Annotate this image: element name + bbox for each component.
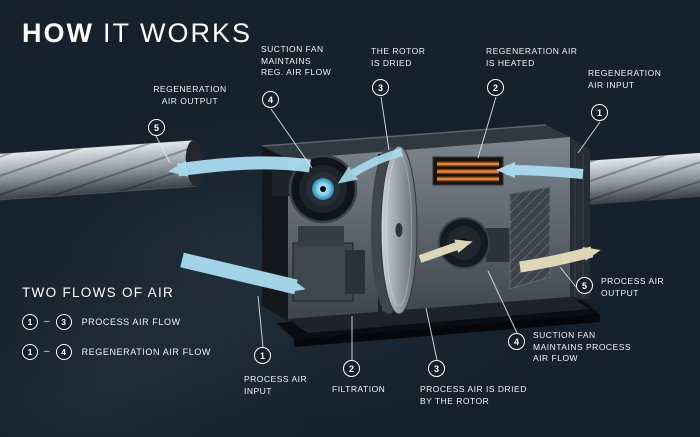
callout-process-air-output-label: PROCESS AIR OUTPUT xyxy=(601,276,665,298)
legend-row-process: 1 – 3 PROCESS AIR FLOW xyxy=(22,313,211,330)
filter-panel xyxy=(509,186,551,290)
callout-filtration-label: FILTRATION xyxy=(332,384,386,394)
callout-process-air-input-label: PROCESS AIR INPUT xyxy=(244,374,308,396)
legend-dash: – xyxy=(44,316,50,327)
callout-regen-air-heated-label: REGENERATION AIR IS HEATED xyxy=(486,46,578,68)
callout-rotor-dried-badge: 3 xyxy=(372,79,389,96)
legend-row-regeneration: 1 – 4 REGENERATION AIR FLOW xyxy=(22,343,211,360)
legend-label-process: PROCESS AIR FLOW xyxy=(81,316,181,327)
legend-badge-1: 1 xyxy=(22,313,38,330)
callout-suction-fan-regen-badge: 4 xyxy=(262,91,279,108)
callout-process-air-dried-badge: 3 xyxy=(428,360,445,377)
callout-regen-air-heated-badge: 2 xyxy=(487,79,504,96)
legend-badge-1b: 1 xyxy=(22,343,38,360)
legend-label-regeneration: REGENERATION AIR FLOW xyxy=(81,346,212,357)
callout-suction-fan-regen-label: SUCTION FAN MAINTAINS REG. AIR FLOW xyxy=(261,44,332,77)
callout-lines xyxy=(155,96,601,361)
regen-output-arrow xyxy=(168,156,311,177)
legend-badge-4: 4 xyxy=(55,343,72,360)
process-output-arrow xyxy=(519,246,601,273)
callout-regen-air-output-badge: 5 xyxy=(148,119,165,136)
callout-process-air-input-badge: 1 xyxy=(254,347,271,364)
callout-regen-air-output-label: REGENERATION AIR OUTPUT xyxy=(153,84,227,106)
fan-intake-arrow xyxy=(337,148,404,184)
legend-badge-3: 3 xyxy=(55,313,72,330)
dried-air-arrow xyxy=(418,239,473,263)
callout-regen-air-input-label: REGENERATION AIR INPUT xyxy=(588,68,662,90)
callout-suction-fan-process-badge: 4 xyxy=(508,333,525,350)
airflow-arrows xyxy=(168,148,601,295)
rotor xyxy=(371,145,418,315)
process-input-arrow xyxy=(180,252,306,295)
page-title: HOW IT WORKS xyxy=(22,18,252,49)
callout-suction-fan-process-label: SUCTION FAN MAINTAINS PROCESS AIR FLOW xyxy=(533,330,632,363)
legend-title: TWO FLOWS OF AIR xyxy=(22,285,175,300)
title-bold: HOW xyxy=(22,18,94,48)
callout-process-air-dried-label: PROCESS AIR IS DRIED BY THE ROTOR xyxy=(420,384,527,406)
heater xyxy=(432,156,504,186)
callout-process-air-output-badge: 5 xyxy=(576,277,593,294)
callout-regen-air-input-badge: 1 xyxy=(591,104,608,121)
legend-dash-2: – xyxy=(44,346,50,357)
left-duct xyxy=(0,139,204,202)
regen-input-arrow xyxy=(496,162,584,179)
callout-filtration-badge: 2 xyxy=(343,360,360,377)
title-light: IT WORKS xyxy=(102,18,252,48)
legend: TWO FLOWS OF AIR 1 – 3 PROCESS AIR FLOW … xyxy=(22,285,211,360)
callout-rotor-dried-label: THE ROTOR IS DRIED xyxy=(371,46,426,68)
